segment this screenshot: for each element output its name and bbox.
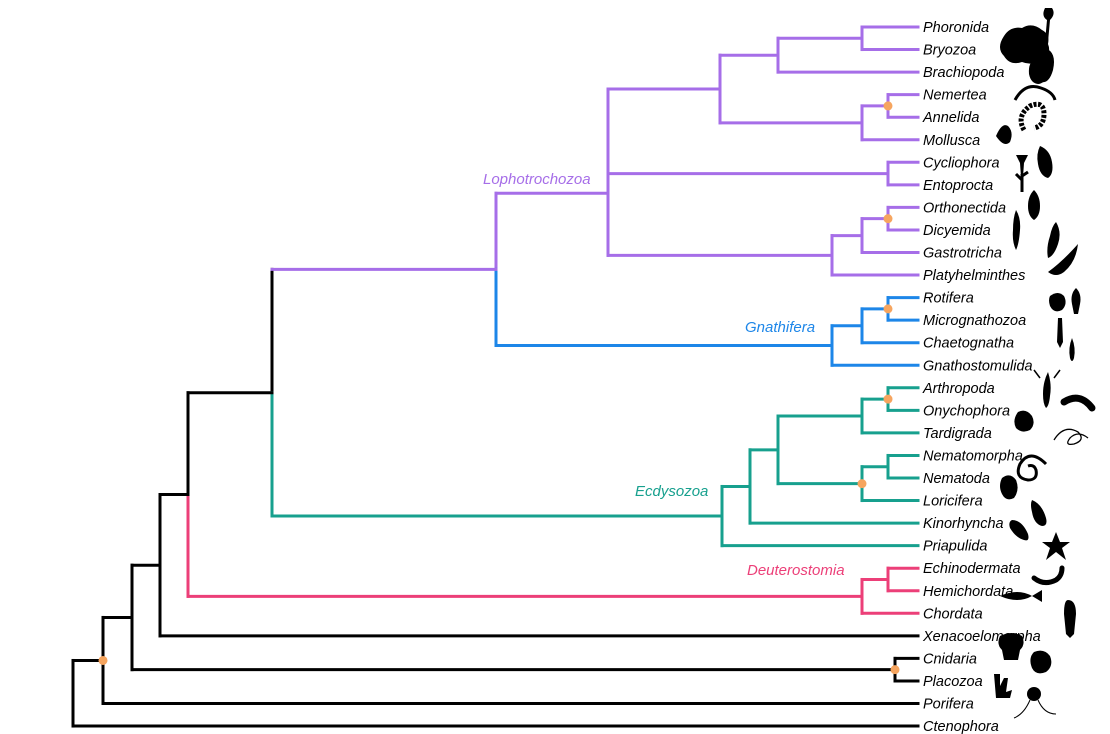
dicyemid-silhouette <box>1012 210 1021 250</box>
taxon-label: Priapulida <box>923 539 988 555</box>
sea-anemone-silhouette <box>998 633 1024 660</box>
priapulid-silhouette <box>1009 520 1029 541</box>
clade-labels: Lophotrochozoa Gnathifera Ecdysozoa Deut… <box>483 171 845 579</box>
taxon-label: Platyhelminthes <box>923 268 1025 284</box>
nematode-silhouette <box>1016 454 1048 482</box>
flatworm-silhouette <box>1048 244 1078 275</box>
micrognathozoan-silhouette <box>1049 293 1066 312</box>
taxon-label: Nematoda <box>923 471 990 487</box>
clade-label-deuterostomia: Deuterostomia <box>747 562 845 579</box>
taxon-label: Mollusca <box>923 133 980 149</box>
taxon-label: Micrognathozoa <box>923 313 1026 329</box>
node-marker <box>857 479 867 489</box>
taxon-label: Brachiopoda <box>923 65 1004 81</box>
clade-label-lophotrochozoa: Lophotrochozoa <box>483 171 591 188</box>
entoproct-silhouette <box>1014 170 1029 192</box>
taxon-label: Annelida <box>922 110 979 126</box>
taxon-label: Chordata <box>923 606 983 622</box>
taxon-labels: PhoronidaBryozoaBrachiopodaNemerteaAnnel… <box>922 20 1041 734</box>
taxon-label: Rotifera <box>923 291 974 307</box>
taxon-label: Nematomorpha <box>923 448 1023 464</box>
taxon-label: Bryozoa <box>923 43 976 59</box>
rotifer-silhouette <box>1071 288 1081 314</box>
taxon-label: Arthropoda <box>922 381 995 397</box>
taxon-label: Nemertea <box>923 88 987 104</box>
arrow-worm-silhouette <box>1057 318 1063 348</box>
placozoan-silhouette <box>1030 650 1052 674</box>
taxon-label: Dicyemida <box>923 223 991 239</box>
taxon-label: Cnidaria <box>923 651 977 667</box>
node-marker <box>883 304 893 314</box>
gnathostomulid-silhouette <box>1069 338 1075 361</box>
clade-label-gnathifera: Gnathifera <box>745 319 815 336</box>
mollusc-silhouette <box>996 125 1012 144</box>
node-marker <box>883 101 893 111</box>
tree-branches <box>71 25 920 728</box>
clade-label-ecdysozoa: Ecdysozoa <box>635 483 708 500</box>
node-marker <box>890 665 900 675</box>
kinorhynch-silhouette <box>1031 500 1047 526</box>
acorn-worm-silhouette <box>1031 565 1065 586</box>
sponge-silhouette <box>994 674 1012 698</box>
taxon-label: Chaetognatha <box>923 336 1014 352</box>
starfish-silhouette <box>1042 532 1070 560</box>
bryozoan-silhouette <box>1000 25 1050 64</box>
taxon-label: Gastrotricha <box>923 246 1002 262</box>
taxon-label: Orthonectida <box>923 200 1006 216</box>
taxon-label: Entoprocta <box>923 178 993 194</box>
velvet-worm-silhouette <box>1060 394 1096 412</box>
taxon-label: Porifera <box>923 697 974 713</box>
comb-jelly-silhouette <box>1013 687 1057 719</box>
taxon-label: Ctenophora <box>923 719 999 734</box>
organism-silhouettes <box>994 8 1096 719</box>
gastrotrich-silhouette <box>1047 222 1060 258</box>
taxon-label: Tardigrada <box>923 426 992 442</box>
orthonectid-silhouette <box>1028 190 1040 220</box>
taxon-label: Gnathostomulida <box>923 358 1033 374</box>
taxon-label: Phoronida <box>923 20 989 36</box>
taxon-label: Hemichordata <box>923 584 1013 600</box>
taxon-label: Cycliophora <box>923 155 1000 171</box>
horsehair-worm-silhouette <box>1053 428 1089 446</box>
taxon-label: Loricifera <box>923 494 983 510</box>
nemertean-silhouette <box>1013 85 1057 101</box>
taxon-label: Echinodermata <box>923 561 1021 577</box>
brachiopod-silhouette <box>1028 59 1047 84</box>
annelid-silhouette <box>1018 101 1047 132</box>
cycliophoran-silhouette <box>1016 146 1053 178</box>
node-marker <box>883 394 893 404</box>
loriciferan-silhouette <box>1000 475 1018 500</box>
node-marker <box>883 214 893 224</box>
taxon-label: Onychophora <box>923 403 1010 419</box>
taxon-label: Kinorhyncha <box>923 516 1004 532</box>
taxon-label: Placozoa <box>923 674 983 690</box>
acoel-silhouette <box>1064 600 1076 638</box>
node-marker <box>98 655 108 665</box>
tardigrade-silhouette <box>1014 410 1034 432</box>
arthropod-silhouette <box>1033 369 1061 408</box>
node-markers <box>98 101 900 675</box>
fish-silhouette <box>1000 590 1042 602</box>
